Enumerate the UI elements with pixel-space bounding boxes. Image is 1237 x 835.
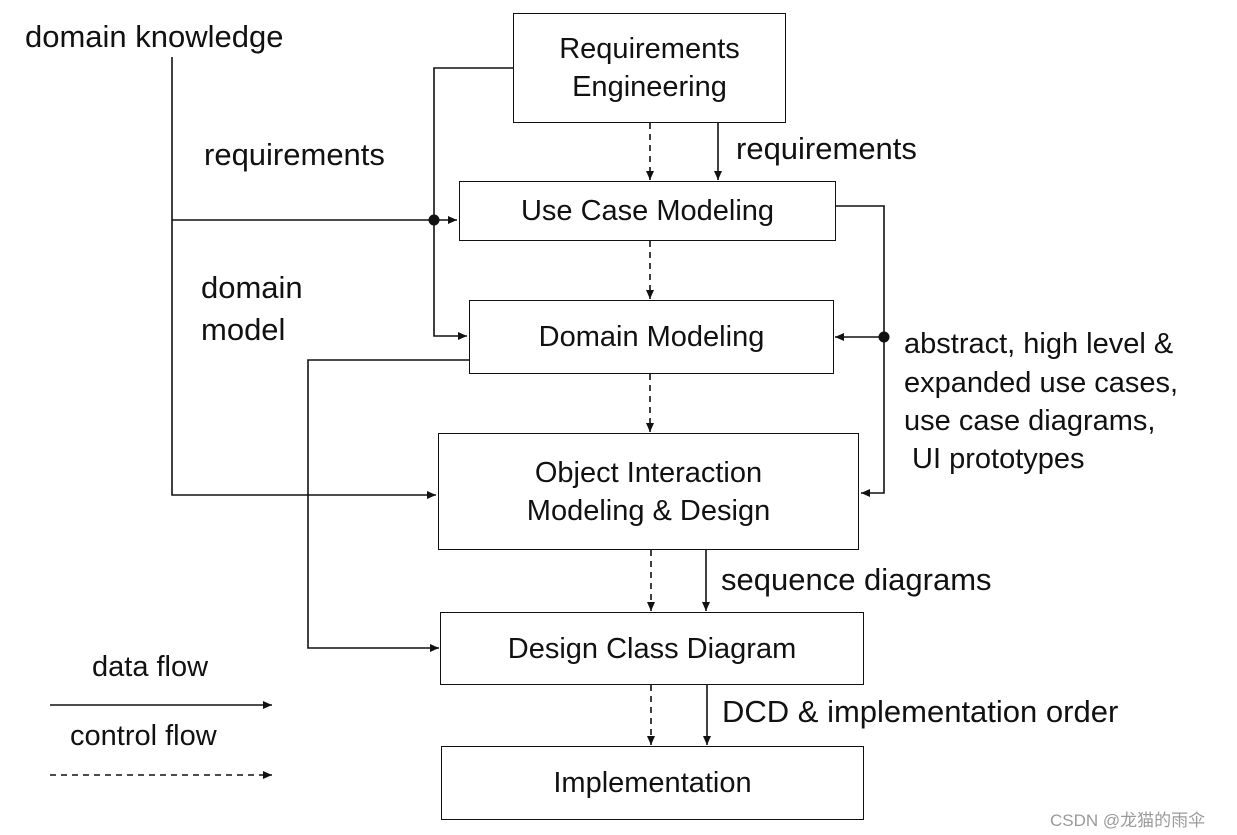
use-case-modeling-box: Use Case Modeling [459,181,836,241]
object-interaction-box: Object Interaction Modeling & Design [438,433,859,550]
requirements-left-label: requirements [204,137,385,172]
use-case-outputs-line4: UI prototypes [904,443,1085,475]
requirements-engineering-line1: Requirements [559,33,740,65]
domain-knowledge-label: domain knowledge [25,19,284,54]
legend-data-flow-label: data flow [92,651,209,683]
data-flow-domain-knowledge [171,57,436,499]
use-case-modeling-label: Use Case Modeling [520,195,775,227]
csdn-watermark: CSDN @龙猫的雨伞 [1050,811,1206,830]
requirements-right-label: requirements [736,131,917,166]
data-flow-usecase-outputs [836,205,885,497]
data-flow-requirements-to-domain [433,67,513,340]
dcd-order-label: DCD & implementation order [722,694,1119,729]
requirements-engineering-line2: Engineering [572,71,727,103]
design-class-diagram-box: Design Class Diagram [440,612,864,685]
junction-dot-domain [878,331,890,343]
use-case-outputs-line3: use case diagrams, [904,405,1156,437]
design-class-diagram-label: Design Class Diagram [507,632,797,665]
object-interaction-line2: Modeling & Design [526,494,771,527]
use-case-outputs-line1: abstract, high level & [904,328,1174,360]
object-interaction-line1: Object Interaction [534,456,763,489]
domain-model-label-line2: model [201,312,286,347]
requirements-engineering-box: Requirements Engineering [513,13,786,123]
domain-model-label-line1: domain [201,270,303,305]
implementation-box: Implementation [441,746,864,820]
implementation-label: Implementation [553,767,752,799]
domain-modeling-label: Domain Modeling [538,321,765,353]
domain-modeling-box: Domain Modeling [469,300,834,374]
data-flow-domain-model [307,359,469,652]
junction-dot-usecase [428,214,440,226]
use-case-outputs-line2: expanded use cases, [904,367,1179,399]
legend-control-flow-label: control flow [70,720,217,752]
sequence-diagrams-label: sequence diagrams [721,562,992,597]
